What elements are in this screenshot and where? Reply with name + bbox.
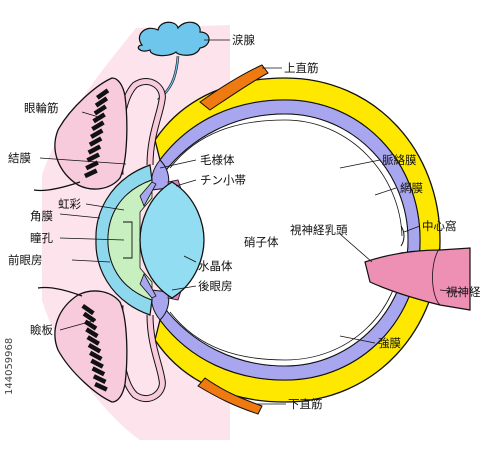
label-choroid: 脈絡膜 [382,153,417,167]
orbicularis-muscle-upper [84,88,110,179]
upper-eyelid [54,77,128,190]
label-optic-disc: 視神経乳頭 [290,223,348,237]
label-cornea: 角膜 [30,209,53,223]
upper-eyelash [33,181,81,192]
orbicularis-lower-segment [86,335,100,346]
label-anterior-chamber: 前眼房 [8,253,43,267]
retina-lower-line [169,251,403,361]
label-inferior-rectus: 下直筋 [288,397,323,411]
label-tarsal-plate: 瞼板 [30,323,53,337]
label-superior-rectus: 上直筋 [284,61,319,75]
iris-upper [139,181,157,207]
orbicularis-lower-segment [87,343,102,354]
ciliary-body-lower [150,289,170,321]
leader-lines [39,39,461,405]
label-zonule: チン小帯 [200,173,246,187]
orbicularis-upper-segment [84,168,98,179]
label-posterior-chamber: 後眼房 [198,279,233,293]
orbicularis-lower-segment [89,350,103,362]
label-orbicularis: 眼輪筋 [24,101,59,115]
orbicularis-upper-segment [93,104,107,116]
orbicularis-lower-segment [81,304,95,316]
orbicularis-upper-segment [91,120,105,132]
label-retina: 網膜 [400,181,423,195]
ciliary-body-upper [150,159,170,191]
label-conjunctiva: 結膜 [8,151,31,165]
orbicularis-upper-segment [88,136,103,147]
label-lens: 水晶体 [198,259,233,273]
orbicularis-lower-segment [85,327,99,339]
fovea-mark [400,225,405,247]
orbicularis-upper-segment [95,88,110,100]
label-optic-nerve: 視神経 [446,285,481,299]
orbicularis-lower-segment [92,374,107,384]
orbicularis-lower-segment [82,311,96,323]
label-vitreous: 硝子体 [244,235,279,249]
orbicularis-upper-segment [87,144,102,155]
orbicularis-upper-segment [89,128,104,139]
iris-lower [139,273,157,299]
inferior-rectus-muscle [197,377,263,415]
retina-shape [169,119,403,237]
label-fovea: 中心窩 [422,219,457,233]
stock-id-watermark: 144059968 [4,338,15,395]
orbicularis-upper-segment [85,160,99,171]
label-lacrimal-gland: 涙腺 [232,33,255,47]
lens-shape [139,181,205,299]
orbicularis-lower-segment [91,366,106,377]
label-iris: 虹彩 [58,197,81,211]
lower-eyelash [37,286,83,297]
label-ciliary-body: 毛様体 [200,153,235,167]
orbicularis-upper-segment [86,152,101,163]
orbicularis-lower-segment [90,358,104,369]
orbicularis-lower-segment [94,381,108,392]
lacrimal-gland-shape [137,21,210,57]
label-sclera: 強膜 [378,336,401,350]
orbicularis-muscle-lower [81,304,108,392]
optic-nerve-shape [364,247,471,311]
orbicularis-upper-segment [92,112,106,124]
superior-rectus-muscle [199,64,269,111]
pupil-bracket [123,221,133,259]
optic-nerve-sheath [432,247,441,306]
orbicularis-upper-segment [94,96,109,108]
label-pupil: 瞳孔 [30,231,53,245]
